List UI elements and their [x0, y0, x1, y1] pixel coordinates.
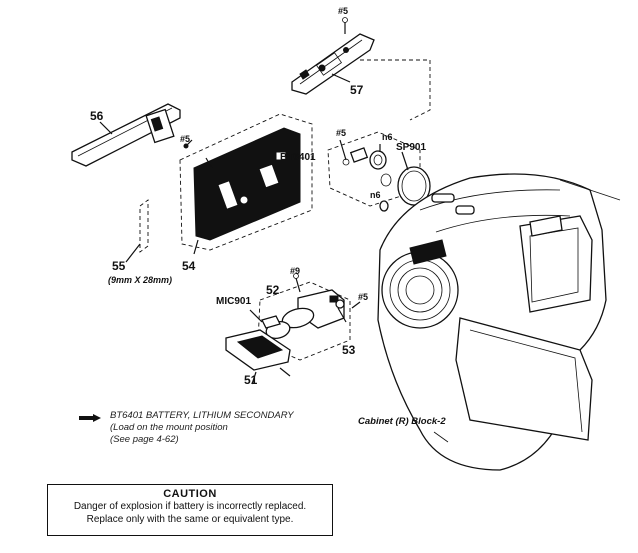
- label-part-55: 55: [112, 259, 126, 273]
- caution-title: CAUTION: [163, 488, 217, 500]
- mark-arrow-icon: [79, 414, 101, 422]
- label-part-56: 56: [90, 109, 104, 123]
- label-n6-bottom: n6: [370, 190, 381, 200]
- label-screw-mid: #5: [336, 128, 346, 138]
- label-part-55-dimensions: (9mm X 28mm): [108, 275, 172, 285]
- part-54-board: [179, 113, 313, 255]
- label-cabinet: Cabinet (R) Block-2: [358, 416, 446, 427]
- label-sp901: SP901: [396, 142, 426, 153]
- label-n6-top: n6: [382, 132, 393, 142]
- part-57-bracket: [291, 17, 375, 95]
- label-screw-top: #5: [338, 6, 348, 16]
- label-part-52: 52: [266, 283, 280, 297]
- part-lower-assembly: [225, 273, 361, 385]
- battery-note: BT6401 BATTERY, LITHIUM SECONDARY (Load …: [110, 410, 294, 446]
- label-screw-56: #5: [180, 134, 190, 144]
- label-screw-right: #5: [358, 292, 368, 302]
- camcorder-body: [360, 59, 621, 471]
- label-part-57: 57: [350, 83, 364, 97]
- label-part-51: 51: [244, 373, 258, 387]
- caution-box: CAUTION Danger of explosion if battery i…: [47, 484, 333, 536]
- part-speaker-assembly: [327, 131, 431, 212]
- label-bt6401: BT6401: [280, 152, 316, 163]
- caution-line-1: Danger of explosion if battery is incorr…: [73, 501, 307, 512]
- part-56-strip: [71, 103, 193, 167]
- label-part-53: 53: [342, 343, 356, 357]
- caution-line-2: Replace only with the same or equivalent…: [86, 514, 294, 525]
- label-part-54: 54: [182, 259, 196, 273]
- battery-note-line-1: BT6401 BATTERY, LITHIUM SECONDARY: [110, 410, 294, 421]
- label-mic901: MIC901: [216, 296, 251, 307]
- part-55-pad: [125, 199, 149, 263]
- battery-note-line-3: (See page 4-62): [110, 434, 179, 445]
- battery-note-line-2: (Load on the mount position: [110, 422, 228, 433]
- label-screw-low: #9: [290, 266, 300, 276]
